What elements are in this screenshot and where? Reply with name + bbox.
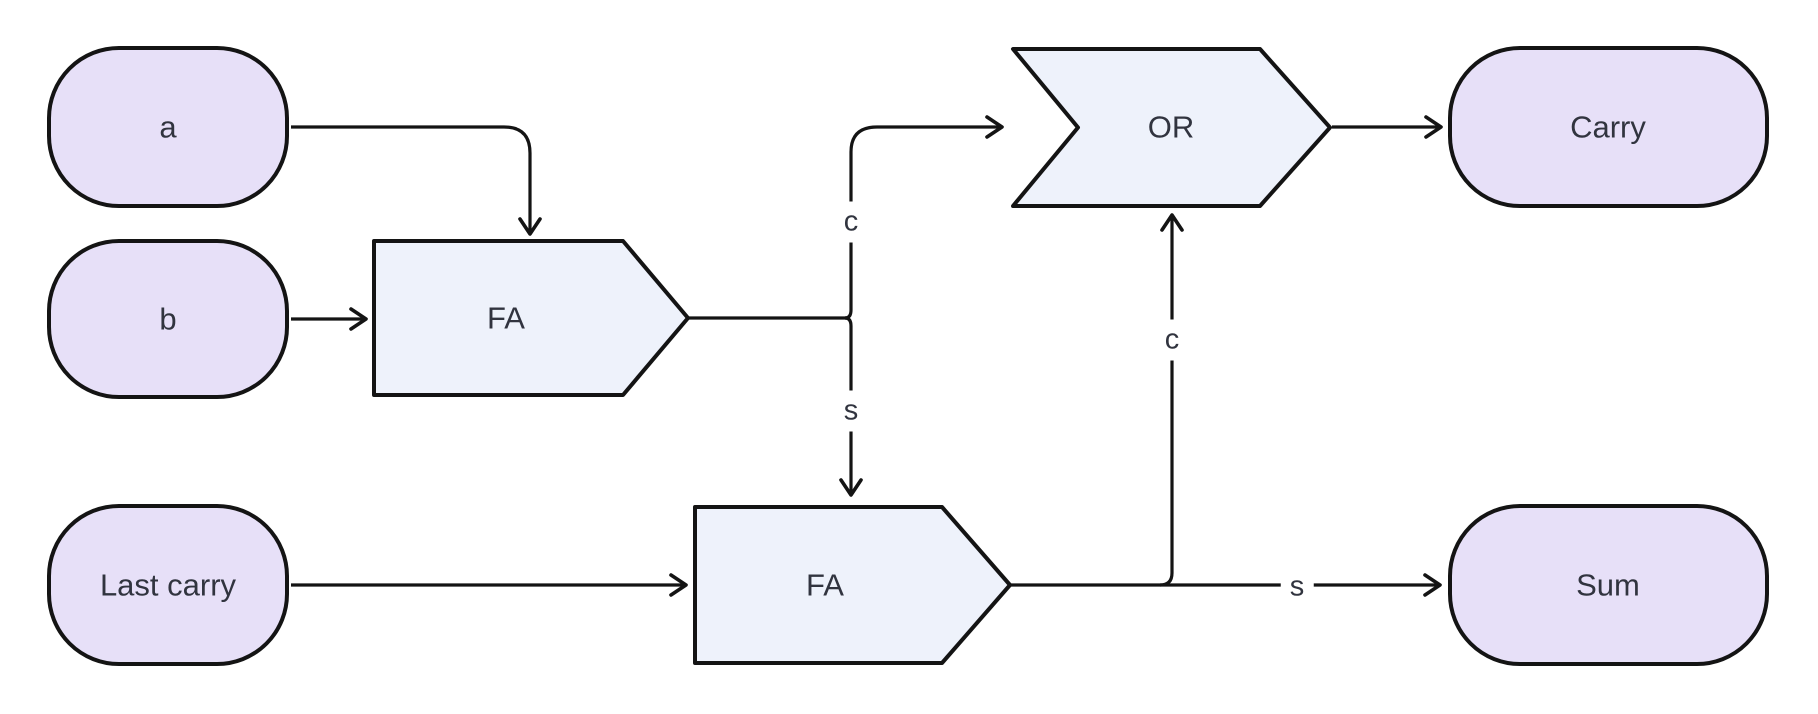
node-or-shape (1011, 47, 1332, 208)
node-b-label: b (159, 301, 177, 337)
node-a-label: a (159, 109, 177, 145)
node-fa1-label: FA (487, 300, 525, 336)
node-fa2-shape (693, 505, 1012, 665)
node-fa1-shape (372, 239, 690, 397)
node-fa2-label: FA (806, 567, 844, 603)
node-sum-shape (1448, 504, 1769, 666)
edge-label-fa1-fa2-s: s (834, 390, 868, 432)
edge-fa2-or (1159, 213, 1184, 587)
node-last-carry-label: Last carry (99, 567, 237, 603)
node-carry-shape (1448, 46, 1769, 208)
node-carry-label: Carry (1570, 109, 1646, 145)
edge-label-fa2-sum-s: s (1280, 566, 1314, 608)
node-a-shape (47, 46, 289, 208)
edge-label-fa2-or-c: c (1155, 319, 1189, 361)
node-last-carry-shape (47, 504, 289, 666)
edge-a-fa1 (291, 125, 542, 236)
node-b-shape (47, 239, 289, 399)
node-or-label: OR (1147, 109, 1195, 145)
edge-label-fa1-or-c: c (834, 201, 868, 243)
edge-fa1-fa2 (839, 316, 863, 497)
node-sum-label: Sum (1576, 567, 1640, 603)
edge-fa1-or (844, 115, 1004, 320)
